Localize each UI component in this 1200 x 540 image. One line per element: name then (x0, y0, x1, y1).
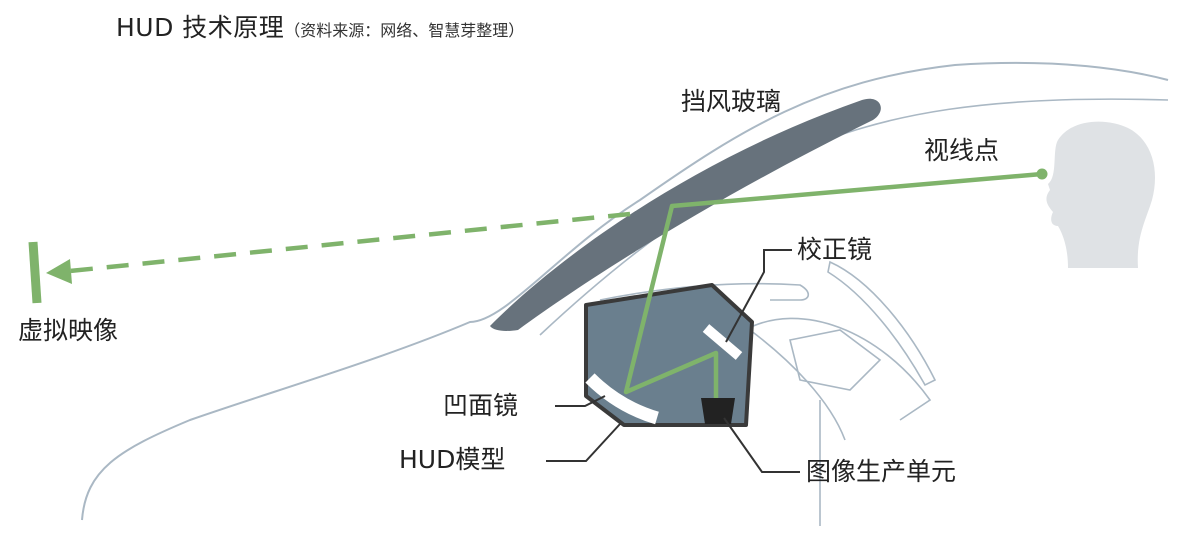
leader-hud-module (546, 423, 621, 462)
leader-concave-mirror (555, 395, 606, 407)
optical-path-line (623, 171, 1043, 398)
leader-image-unit (723, 417, 800, 473)
driver-head (1046, 121, 1155, 268)
steering-column (749, 329, 846, 441)
leader-correction-mirror (725, 249, 792, 343)
label-eye-point: 视线点 (924, 136, 1000, 165)
label-hud-module: HUD模型 (399, 445, 506, 474)
car-body-outline (81, 61, 1169, 521)
windshield-glass (490, 98, 881, 331)
concave-mirror-shape (585, 373, 659, 425)
label-correction-mirror: 校正镜 (797, 235, 873, 264)
eye-point-dot (1036, 168, 1048, 180)
title-source: （资料来源：网络、智慧芽整理） (284, 21, 525, 40)
virtual-ray-arrowhead (46, 259, 72, 284)
label-concave-mirror: 凹面镜 (443, 391, 519, 420)
page-title: HUD 技术原理（资料来源：网络、智慧芽整理） (116, 8, 524, 44)
label-windshield: 挡风玻璃 (681, 87, 782, 116)
label-image-unit: 图像生产单元 (806, 457, 957, 486)
virtual-image-bar (28, 241, 42, 304)
virtual-ray (69, 211, 631, 274)
dashboard-lower (744, 317, 932, 421)
steering-spokes (789, 329, 882, 391)
label-virtual-image: 虚拟映像 (18, 316, 119, 345)
correction-mirror-shape (702, 324, 743, 360)
steering-wheel (827, 260, 937, 387)
image-unit-shape (701, 398, 735, 424)
dashboard-outline (599, 282, 810, 301)
title-main: HUD 技术原理 (116, 13, 285, 42)
